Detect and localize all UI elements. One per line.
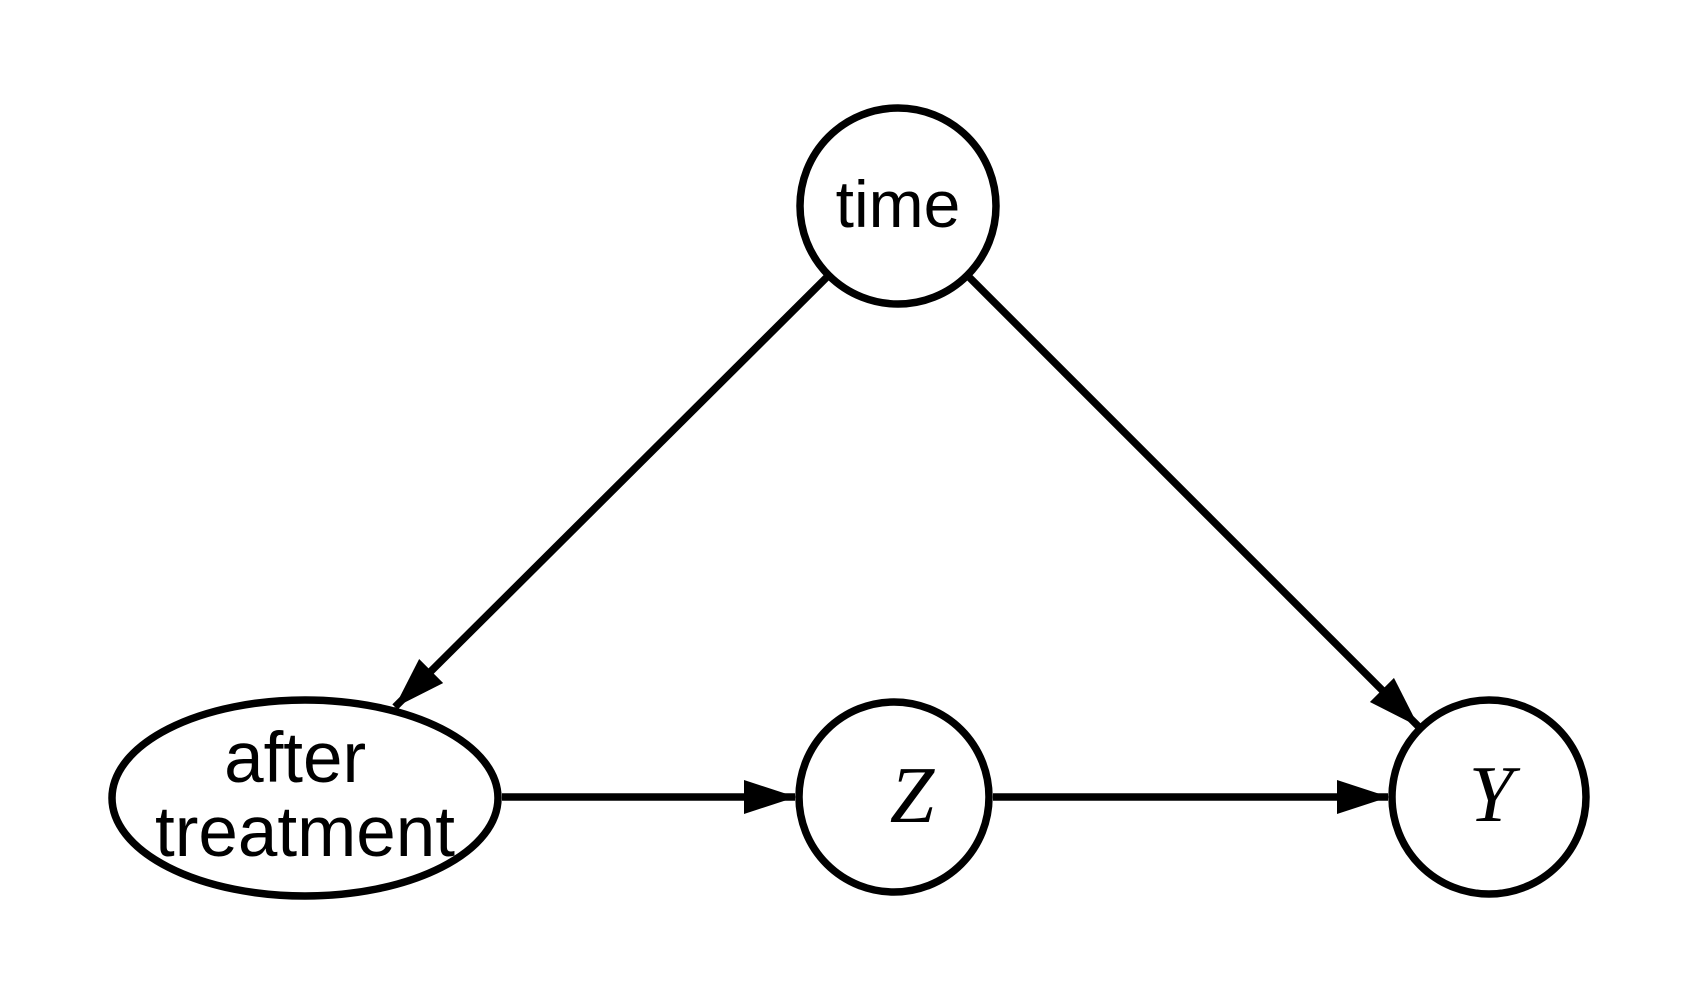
node-time: time: [796, 104, 1000, 308]
edge-time-to-after-treatment: [392, 274, 830, 710]
edges: [392, 274, 1421, 814]
node-z-circle: [795, 698, 993, 896]
node-y: Y: [1388, 696, 1590, 898]
node-after-treatment-label-line2: treatment: [155, 793, 455, 872]
node-time-circle: [796, 104, 1000, 308]
node-after-treatment-label: after treatment: [155, 719, 455, 872]
node-y-circle: [1388, 696, 1590, 898]
node-z: Z: [795, 698, 993, 896]
edge-time-to-y: [966, 274, 1421, 729]
node-after-treatment-label-line1: after: [224, 719, 366, 798]
node-after-treatment: after treatment: [108, 696, 502, 900]
node-z-label: Z: [890, 752, 936, 840]
node-after-treatment-ellipse: [108, 696, 502, 900]
node-y-label: Y: [1469, 751, 1521, 839]
node-time-label: time: [836, 167, 961, 241]
